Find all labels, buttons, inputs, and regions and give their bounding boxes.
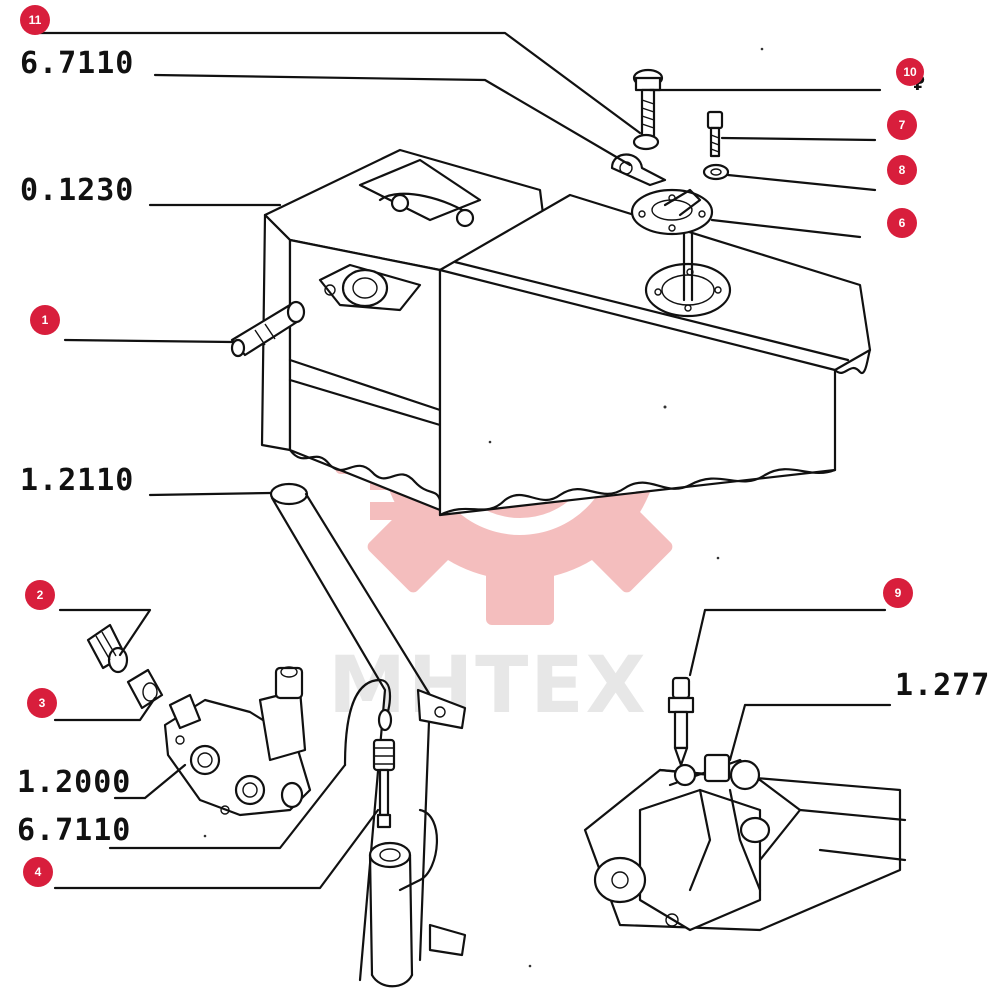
callout-badges: 11 ₽ 10 7 8 6 1 9 2 — [20, 5, 926, 887]
filler-tube-part — [269, 482, 467, 988]
svg-text:7: 7 — [899, 118, 906, 132]
svg-text:11: 11 — [29, 13, 42, 27]
svg-text:8: 8 — [899, 163, 906, 177]
nozzle-2-part — [86, 623, 129, 674]
code-1277: 1.2770 — [895, 668, 992, 703]
fitting-1-part — [230, 300, 306, 358]
screw-7-part — [706, 110, 724, 158]
callout-badge-7[interactable]: 7 — [887, 110, 917, 140]
bolt-10-part — [632, 68, 664, 151]
washer-8-part — [702, 163, 730, 181]
callout-badge-8[interactable]: 8 — [887, 155, 917, 185]
injector-9-part — [667, 676, 695, 767]
callout-badge-2[interactable]: 2 — [25, 580, 55, 610]
callout-badge-1[interactable]: 1 — [30, 305, 60, 335]
callout-badge-11[interactable]: 11 — [20, 5, 50, 35]
svg-text:10: 10 — [903, 65, 917, 79]
code-6711-top: 6.7110 — [20, 46, 134, 81]
callout-badge-6[interactable]: 6 — [887, 208, 917, 238]
code-0123: 0.1230 — [20, 173, 134, 208]
code-1200: 1.2000 — [17, 765, 131, 800]
frame-housing — [260, 148, 872, 517]
callout-badge-10[interactable]: ₽ 10 — [896, 58, 926, 95]
pump-assembly-part — [583, 753, 907, 932]
svg-text:2: 2 — [37, 588, 44, 602]
code-6711-bottom: 6.7110 — [17, 813, 131, 848]
code-1211: 1.2110 — [20, 463, 134, 498]
nut-3-part — [126, 668, 164, 710]
svg-text:3: 3 — [39, 696, 46, 710]
part-code-labels: 6.7110 0.1230 1.2110 1.2000 6.7110 1.277… — [17, 46, 992, 848]
watermark-text: МНТЕХ — [328, 641, 648, 731]
svg-text:4: 4 — [35, 865, 42, 879]
pipe-union-part — [343, 678, 396, 829]
svg-text:9: 9 — [895, 586, 902, 600]
callout-badge-4[interactable]: 4 — [23, 857, 53, 887]
speckles — [203, 47, 764, 968]
sender-flange-part — [630, 188, 714, 302]
svg-text:1: 1 — [42, 313, 49, 327]
valve-body-part — [163, 666, 312, 817]
svg-text:6: 6 — [899, 216, 906, 230]
callout-badge-9[interactable]: 9 — [883, 578, 913, 608]
leader-lines — [38, 31, 892, 890]
callout-badge-3[interactable]: 3 — [27, 688, 57, 718]
